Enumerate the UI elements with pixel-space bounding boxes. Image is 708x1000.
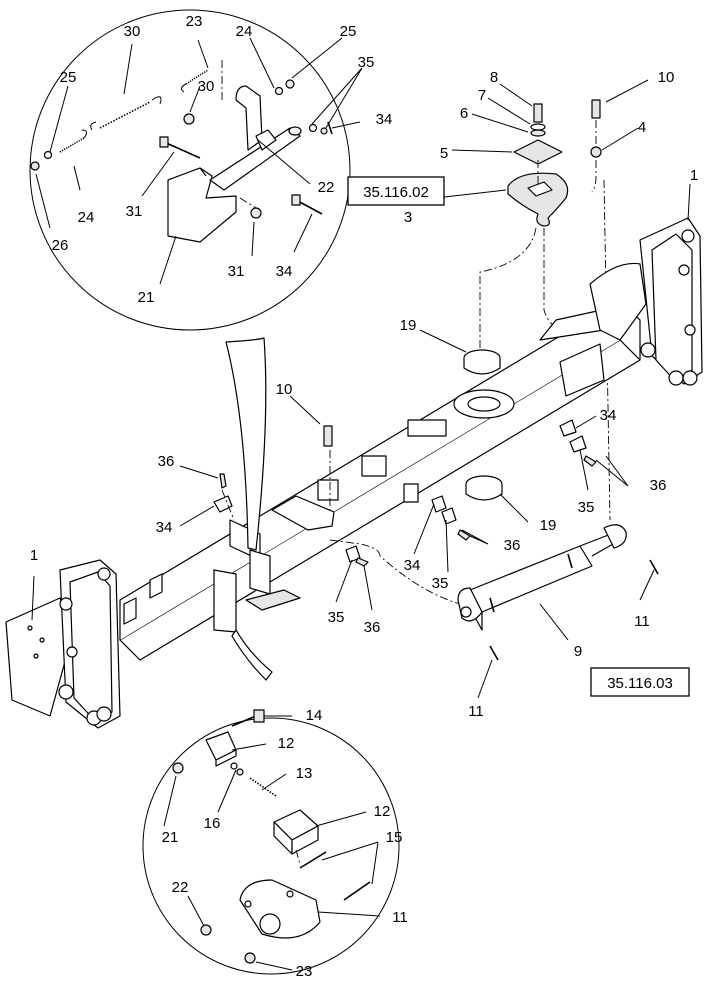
callout-number: 35 <box>358 54 375 71</box>
callout-number: 34 <box>404 557 421 574</box>
callout-number: 6 <box>460 105 468 122</box>
callout-number: 23 <box>186 13 203 30</box>
reference-box-bottom[interactable]: 35.116.03 <box>590 667 690 697</box>
callout-number: 7 <box>478 87 486 104</box>
callout-number: 16 <box>204 815 221 832</box>
callout-number: 36 <box>158 453 175 470</box>
callout-number: 21 <box>138 289 155 306</box>
callout-number: 22 <box>318 179 335 196</box>
callout-number: 31 <box>126 203 143 220</box>
callout-number: 14 <box>306 707 323 724</box>
callout-number: 4 <box>638 119 646 136</box>
callout-number: 30 <box>198 78 215 95</box>
callout-number: 30 <box>124 23 141 40</box>
reference-box-top[interactable]: 35.116.02 <box>347 176 445 206</box>
callout-number: 25 <box>60 69 77 86</box>
callout-number: 11 <box>634 613 650 630</box>
callout-number: 24 <box>236 23 253 40</box>
callout-number: 11 <box>468 703 484 720</box>
callout-number: 11 <box>392 909 408 926</box>
callout-number: 3 <box>404 209 412 226</box>
callout-number: 36 <box>504 537 521 554</box>
detail-circle-bracket-assembly <box>142 709 400 975</box>
detail-circle-lever-assembly <box>29 9 351 331</box>
callout-number: 21 <box>162 829 179 846</box>
callout-number: 24 <box>78 209 95 226</box>
callout-number: 1 <box>690 167 698 184</box>
callout-number: 34 <box>376 111 393 128</box>
callout-number: 31 <box>228 263 245 280</box>
callout-number: 8 <box>490 69 498 86</box>
pivot-hardware <box>479 99 611 521</box>
hydraulic-cylinder <box>457 524 659 661</box>
callout-number: 13 <box>296 765 313 782</box>
callout-number: 15 <box>386 829 403 846</box>
detail-connector-top <box>225 337 267 551</box>
callout-number: 5 <box>440 145 448 162</box>
reference-label: 35.116.02 <box>363 184 429 201</box>
detail-connector-bottom <box>231 629 273 681</box>
main-frame <box>5 217 703 729</box>
callout-number: 22 <box>172 879 189 896</box>
callout-number: 1 <box>30 547 38 564</box>
callout-number: 25 <box>340 23 357 40</box>
callout-number: 19 <box>540 517 557 534</box>
callout-number: 26 <box>52 237 69 254</box>
callout-labels: 23 30 24 25 25 30 35 34 22 31 24 26 21 3… <box>30 13 698 980</box>
callout-number: 23 <box>296 963 313 980</box>
callout-number: 34 <box>276 263 293 280</box>
callout-number: 10 <box>276 381 293 398</box>
callout-number: 34 <box>156 519 173 536</box>
callout-number: 12 <box>278 735 295 752</box>
callout-number: 35 <box>328 609 345 626</box>
callout-number: 19 <box>400 317 417 334</box>
callout-number: 34 <box>600 407 617 424</box>
callout-number: 35 <box>578 499 595 516</box>
spring-part <box>90 96 162 131</box>
callout-number: 9 <box>574 643 582 660</box>
callout-number: 10 <box>658 69 675 86</box>
callout-number: 36 <box>650 477 667 494</box>
callout-number: 12 <box>374 803 391 820</box>
reference-label: 35.116.03 <box>607 675 673 692</box>
callout-number: 36 <box>364 619 381 636</box>
leader-lines <box>31 37 691 971</box>
callout-number: 35 <box>432 575 449 592</box>
